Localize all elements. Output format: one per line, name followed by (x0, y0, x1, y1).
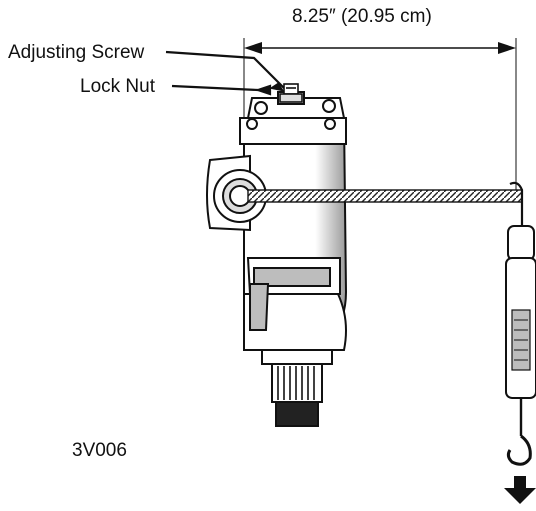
adjusting-screw (283, 83, 299, 95)
steering-gear-housing (206, 91, 348, 427)
figure-code: 3V006 (72, 440, 127, 461)
measuring-cord (247, 181, 524, 230)
arrow-down-icon (504, 476, 536, 504)
adjusting-screw-label: Adjusting Screw (8, 42, 145, 63)
dimension-label: 8.25″ (20.95 cm) (292, 6, 432, 27)
lock-nut (279, 93, 303, 103)
spring-scale (505, 225, 536, 466)
lock-nut-label: Lock Nut (80, 76, 155, 97)
callout-leaders (165, 50, 285, 96)
